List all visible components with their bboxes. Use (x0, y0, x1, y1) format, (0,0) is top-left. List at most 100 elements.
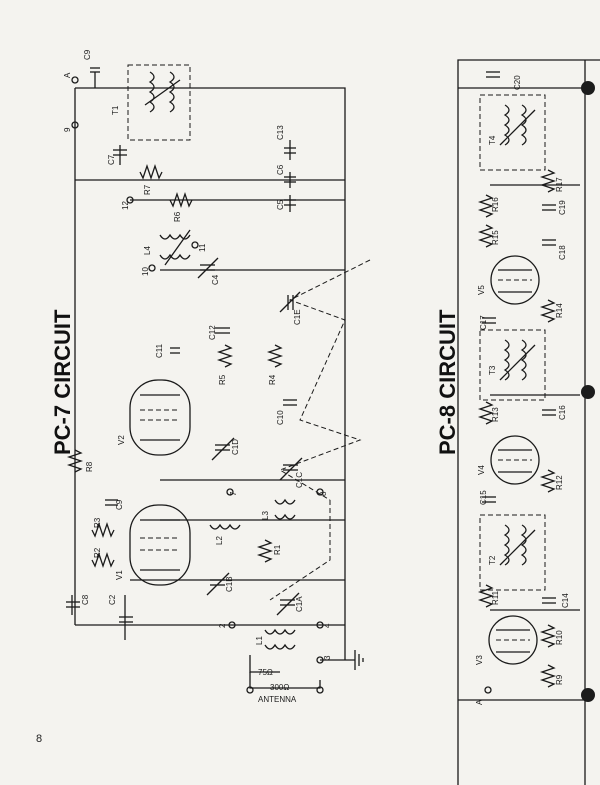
terminal-3-label: 3 (323, 655, 332, 660)
capacitor-c1e: C1E (279, 291, 302, 325)
resistor-r9: R9 (539, 664, 564, 688)
t3-label: T3 (488, 365, 497, 375)
c14-label: C14 (561, 593, 570, 608)
r6-label: R6 (173, 211, 182, 222)
capacitor-c10: C6 (276, 164, 296, 188)
t1-primary-coil (148, 71, 155, 113)
terminal-2[interactable] (228, 621, 236, 629)
capacitor-c1d: C1D (211, 437, 240, 461)
r1-label: R1 (273, 544, 282, 555)
l2-label: L2 (215, 536, 224, 545)
terminal-11-label: 11 (198, 243, 207, 252)
ground-symbol (354, 650, 364, 670)
tube-v4: V4 (477, 435, 540, 485)
c5-label: C10 (276, 410, 285, 425)
transformer-t2: T2 (479, 514, 546, 591)
t1-label: T1 (111, 105, 120, 115)
antenna-lead-300 (249, 672, 321, 689)
binding-hole-top (581, 81, 595, 95)
terminal-8-label: 8 (319, 491, 328, 496)
capacitor-c15: C15 (479, 490, 496, 505)
r8-label: R8 (85, 461, 94, 472)
capacitor-c11: C7 (107, 145, 127, 165)
v2-label: V2 (117, 435, 126, 445)
terminal-4-label: 4 (323, 623, 332, 628)
r14-label: R14 (555, 303, 564, 318)
terminal-2-label: 2 (218, 623, 227, 628)
binding-hole-bottom (581, 688, 595, 702)
resistor-r17: R17 (539, 169, 564, 193)
r16-label: R16 (491, 197, 500, 212)
terminal-11[interactable] (191, 241, 199, 249)
antenna-300-label: 300Ω (270, 683, 289, 692)
terminal-a-label: A (63, 72, 72, 78)
resistor-r2: R2 (91, 547, 115, 569)
c1c-label: C1C (295, 472, 304, 488)
coil-l2: L2 (209, 523, 241, 545)
pc8-title: PC-8 CIRCUIT (435, 309, 460, 455)
c18-label: C18 (558, 245, 567, 260)
r15-label: R15 (491, 230, 500, 245)
pc8-circuit: PC-8 CIRCUIT C20 T4 R16 (435, 59, 600, 785)
resistor-r15: R15 (477, 224, 500, 248)
r10-label: R10 (555, 630, 564, 645)
v1-label: V1 (115, 570, 124, 580)
c4-label: C9 (115, 499, 124, 510)
resistor-r6: R6 (169, 191, 193, 222)
capacitor-c5: C10 (276, 399, 297, 425)
r4-label: R4 (268, 374, 277, 385)
c19-label: C19 (558, 200, 567, 215)
capacitor-c13: C13 (276, 125, 296, 160)
capacitor-c16: C16 (542, 405, 567, 420)
terminal-9-label: 9 (63, 127, 72, 132)
c6-label: C11 (155, 343, 164, 358)
terminal-4[interactable] (316, 621, 324, 629)
c1e-label: C1E (293, 309, 302, 325)
transformer-t3: T3 (479, 329, 546, 401)
tube-v5: V5 (477, 255, 540, 305)
pc7-title: PC-7 CIRCUIT (50, 309, 75, 455)
l3-label: L3 (261, 511, 270, 520)
resistor-r5: R5 (216, 344, 234, 385)
binding-hole-middle (581, 385, 595, 399)
terminal-7[interactable] (226, 488, 234, 496)
page-number: 8 (36, 733, 42, 745)
v5-label: V5 (477, 285, 486, 295)
antenna-terminal-1[interactable] (246, 686, 254, 694)
terminal-a[interactable] (71, 76, 79, 84)
c2-label: C2 (108, 594, 117, 605)
capacitor-c6: C11 (155, 343, 180, 358)
capacitor-c2: C2 (108, 594, 133, 640)
t1-secondary-coil (168, 71, 175, 113)
c3-label: C8 (81, 594, 90, 605)
capacitor-c18: C18 (542, 239, 567, 260)
r17-label: R17 (555, 177, 564, 192)
c10-label: C6 (276, 164, 285, 175)
r11-label: R11 (491, 590, 500, 605)
resistor-r10: R10 (539, 624, 564, 648)
resistor-r13: R13 (477, 401, 500, 425)
terminal-12-label: 12 (121, 201, 130, 210)
tube-v3: V3 (475, 615, 538, 665)
l4-label: L4 (143, 246, 152, 255)
r3-label: R3 (93, 517, 102, 528)
l1-label: L1 (255, 636, 264, 645)
pc8-terminal-a[interactable] (484, 686, 492, 694)
c12-label: C9 (83, 49, 92, 60)
resistor-r3: R3 (91, 517, 115, 539)
terminal-12[interactable] (126, 196, 134, 204)
terminal-10[interactable] (148, 264, 156, 272)
t2-label: T2 (488, 555, 497, 565)
terminal-8[interactable] (316, 488, 324, 496)
resistor-r4: R4 (266, 344, 284, 385)
tuning-gang-linkage (278, 259, 371, 501)
terminal-9[interactable] (71, 121, 79, 129)
c13-label: C13 (276, 125, 285, 140)
antenna-terminal-2[interactable] (316, 686, 324, 694)
r7-label: R7 (143, 184, 152, 195)
capacitor-c8: C4 (197, 257, 220, 285)
capacitor-c7: C12 (208, 325, 230, 340)
coil-l4: L4 (143, 229, 191, 266)
